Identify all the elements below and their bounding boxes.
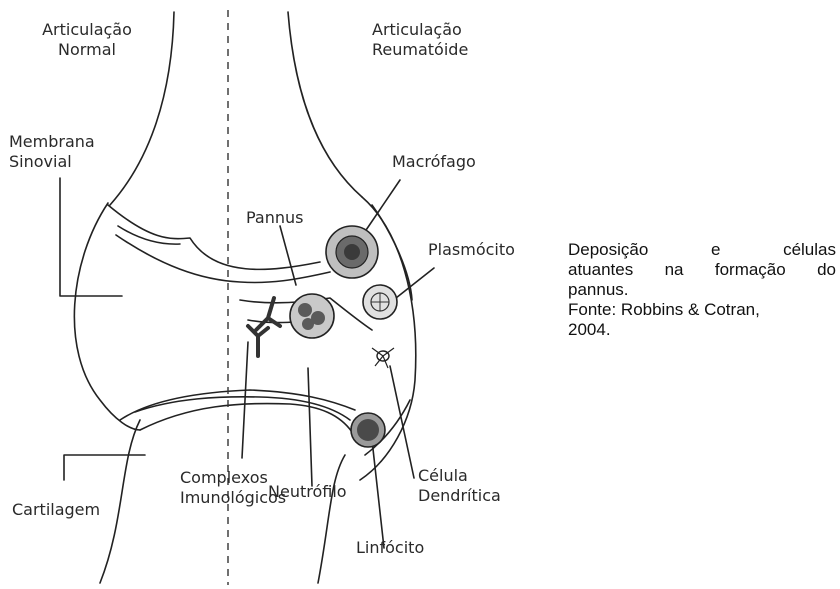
label-rheumatoid-joint-line1: Articulação <box>372 20 468 40</box>
dendritic-cell <box>372 348 394 368</box>
label-macrophage: Macrófago <box>392 152 476 172</box>
label-dendritic-cell: Célula Dendrítica <box>418 466 501 506</box>
caption-year: 2004. <box>568 320 836 340</box>
label-rheumatoid-joint-line2: Reumatóide <box>372 40 468 60</box>
caption-line-3: pannus. <box>568 280 836 300</box>
leader-plasmocito <box>396 268 434 298</box>
lymphocyte-cell <box>351 413 385 447</box>
label-normal-joint-line1: Articulação <box>12 20 162 40</box>
macrophage-cell <box>326 226 378 278</box>
leader-cartilagem <box>64 455 145 480</box>
label-normal-joint: Articulação Normal <box>12 20 162 60</box>
plasma-cell <box>363 285 397 319</box>
caption-line-2: atuantes na formação do <box>568 260 836 280</box>
label-synovial-membrane: Membrana Sinovial <box>9 132 95 172</box>
immune-complex-icon <box>248 298 280 356</box>
leader-linfocito <box>372 440 384 548</box>
upper-bone-outline-right <box>288 12 362 197</box>
lower-bone-outline <box>100 420 140 583</box>
label-lymphocyte: Linfócito <box>356 538 424 558</box>
label-cartilage: Cartilagem <box>12 500 100 520</box>
caption-source: Fonte: Robbins & Cotran, <box>568 300 836 320</box>
leader-macrofago <box>362 180 400 236</box>
leader-pannus <box>280 226 296 285</box>
caption-line-1: Deposição e células <box>568 240 836 260</box>
joint-capsule-left <box>74 203 140 430</box>
label-dendritic-cell-line1: Célula <box>418 466 501 486</box>
label-synovial-membrane-line1: Membrana <box>9 132 95 152</box>
label-neutrophil: Neutrófilo <box>268 482 347 502</box>
label-rheumatoid-joint: Articulação Reumatóide <box>372 20 468 60</box>
neutrophil-cell <box>290 294 334 338</box>
leader-neutrofilo <box>308 368 312 486</box>
leader-complexos <box>242 342 248 458</box>
label-normal-joint-line2: Normal <box>12 40 162 60</box>
label-dendritic-cell-line2: Dendrítica <box>418 486 501 506</box>
label-pannus: Pannus <box>246 208 304 228</box>
leader-celula <box>390 366 414 478</box>
label-synovial-membrane-line2: Sinovial <box>9 152 95 172</box>
label-plasma-cell: Plasmócito <box>428 240 515 260</box>
figure-caption: Deposição e células atuantes na formação… <box>568 240 836 340</box>
lower-bone-outline-right <box>318 455 345 583</box>
